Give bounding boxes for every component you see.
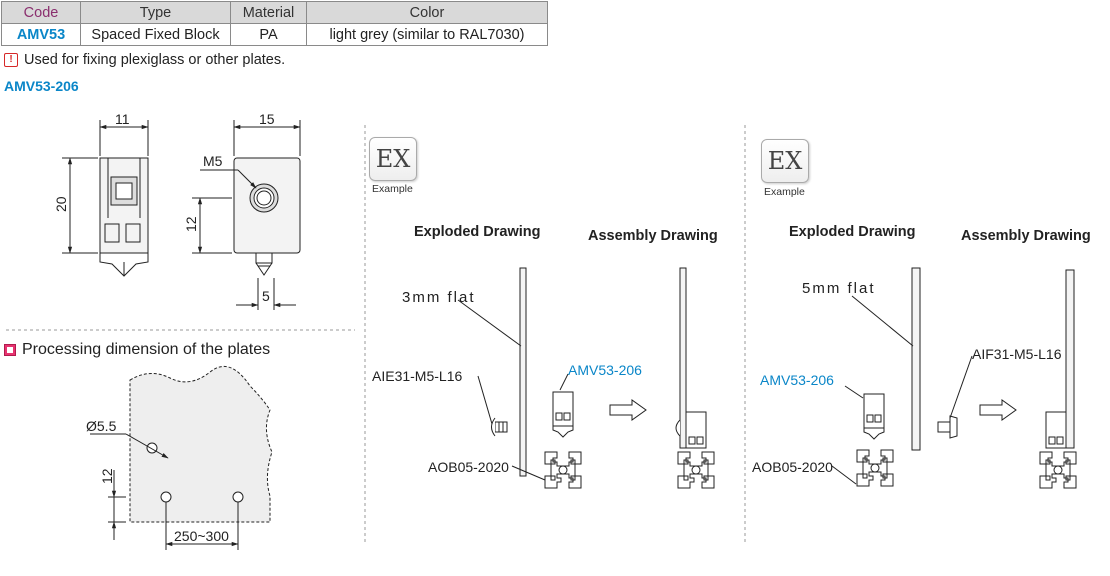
plate-hole	[232, 491, 244, 503]
model-code: AMV53-206	[4, 78, 79, 94]
profile-part	[544, 451, 582, 489]
arrow-right-icon	[609, 399, 647, 421]
bolt-label-1: AIE31-M5-L16	[372, 368, 462, 384]
header-code: Code	[1, 1, 81, 24]
processing-title: Processing dimension of the plates	[4, 341, 270, 359]
block-part	[863, 393, 885, 440]
exploded-title-2: Exploded Drawing	[789, 224, 916, 240]
bolt-part	[937, 415, 958, 439]
dim-hole-diameter: Ø5.5	[86, 418, 117, 434]
plate-label-1: 3mm flat	[402, 289, 476, 306]
block-label-2: AMV53-206	[760, 372, 834, 388]
header-type: Type	[80, 1, 231, 24]
plate-hole	[160, 491, 172, 503]
assembly-1	[675, 267, 715, 489]
arrow-right-icon	[979, 399, 1017, 421]
usage-note: ! Used for fixing plexiglass or other pl…	[4, 52, 285, 68]
dim-tab-width: 5	[262, 288, 270, 304]
profile-part	[856, 449, 894, 487]
example-badge-icon: EX	[369, 137, 417, 181]
profile-label-2: AOB05-2020	[752, 459, 833, 475]
block-label-1: AMV53-206	[568, 362, 642, 378]
square-marker-icon	[4, 344, 16, 356]
dim-side-width: 11	[115, 111, 130, 127]
plate-hole	[146, 442, 158, 454]
profile-label-1: AOB05-2020	[428, 459, 509, 475]
example-badge-icon: EX	[761, 139, 809, 183]
example-badge-text: EX	[375, 145, 411, 173]
dim-spacing: 250~300	[174, 528, 229, 544]
header-material: Material	[230, 1, 307, 24]
spec-table: Code Type Material Color AMV53 Spaced Fi…	[1, 1, 548, 46]
usage-note-text: Used for fixing plexiglass or other plat…	[24, 52, 286, 68]
assembly-title-1: Assembly Drawing	[588, 228, 718, 244]
warning-icon: !	[4, 53, 18, 67]
plate-label-2: 5mm flat	[802, 280, 876, 297]
example-label: Example	[372, 183, 413, 195]
block-side-view	[99, 157, 149, 277]
assembly-title-2: Assembly Drawing	[961, 228, 1091, 244]
bolt-part	[491, 417, 508, 437]
flat-plate	[519, 267, 527, 477]
dim-side-height: 20	[53, 196, 69, 212]
flat-plate	[911, 267, 921, 451]
block-part	[552, 391, 574, 438]
dim-hole-height: 12	[183, 216, 199, 232]
plate-shape	[129, 365, 273, 523]
example-badge-text: EX	[767, 147, 803, 175]
cell-color: light grey (similar to RAL7030)	[306, 23, 548, 46]
example-label: Example	[764, 186, 805, 198]
dim-front-width: 15	[259, 111, 275, 127]
processing-title-text: Processing dimension of the plates	[22, 341, 271, 358]
cell-code: AMV53	[1, 23, 81, 46]
dim-thread: M5	[203, 153, 223, 169]
block-front-view	[233, 157, 301, 276]
assembly-2	[1039, 269, 1077, 489]
exploded-title-1: Exploded Drawing	[414, 224, 541, 240]
cell-material: PA	[230, 23, 307, 46]
bolt-label-2: AIF31-M5-L16	[972, 346, 1062, 362]
dim-edge-offset: 12	[99, 468, 115, 484]
